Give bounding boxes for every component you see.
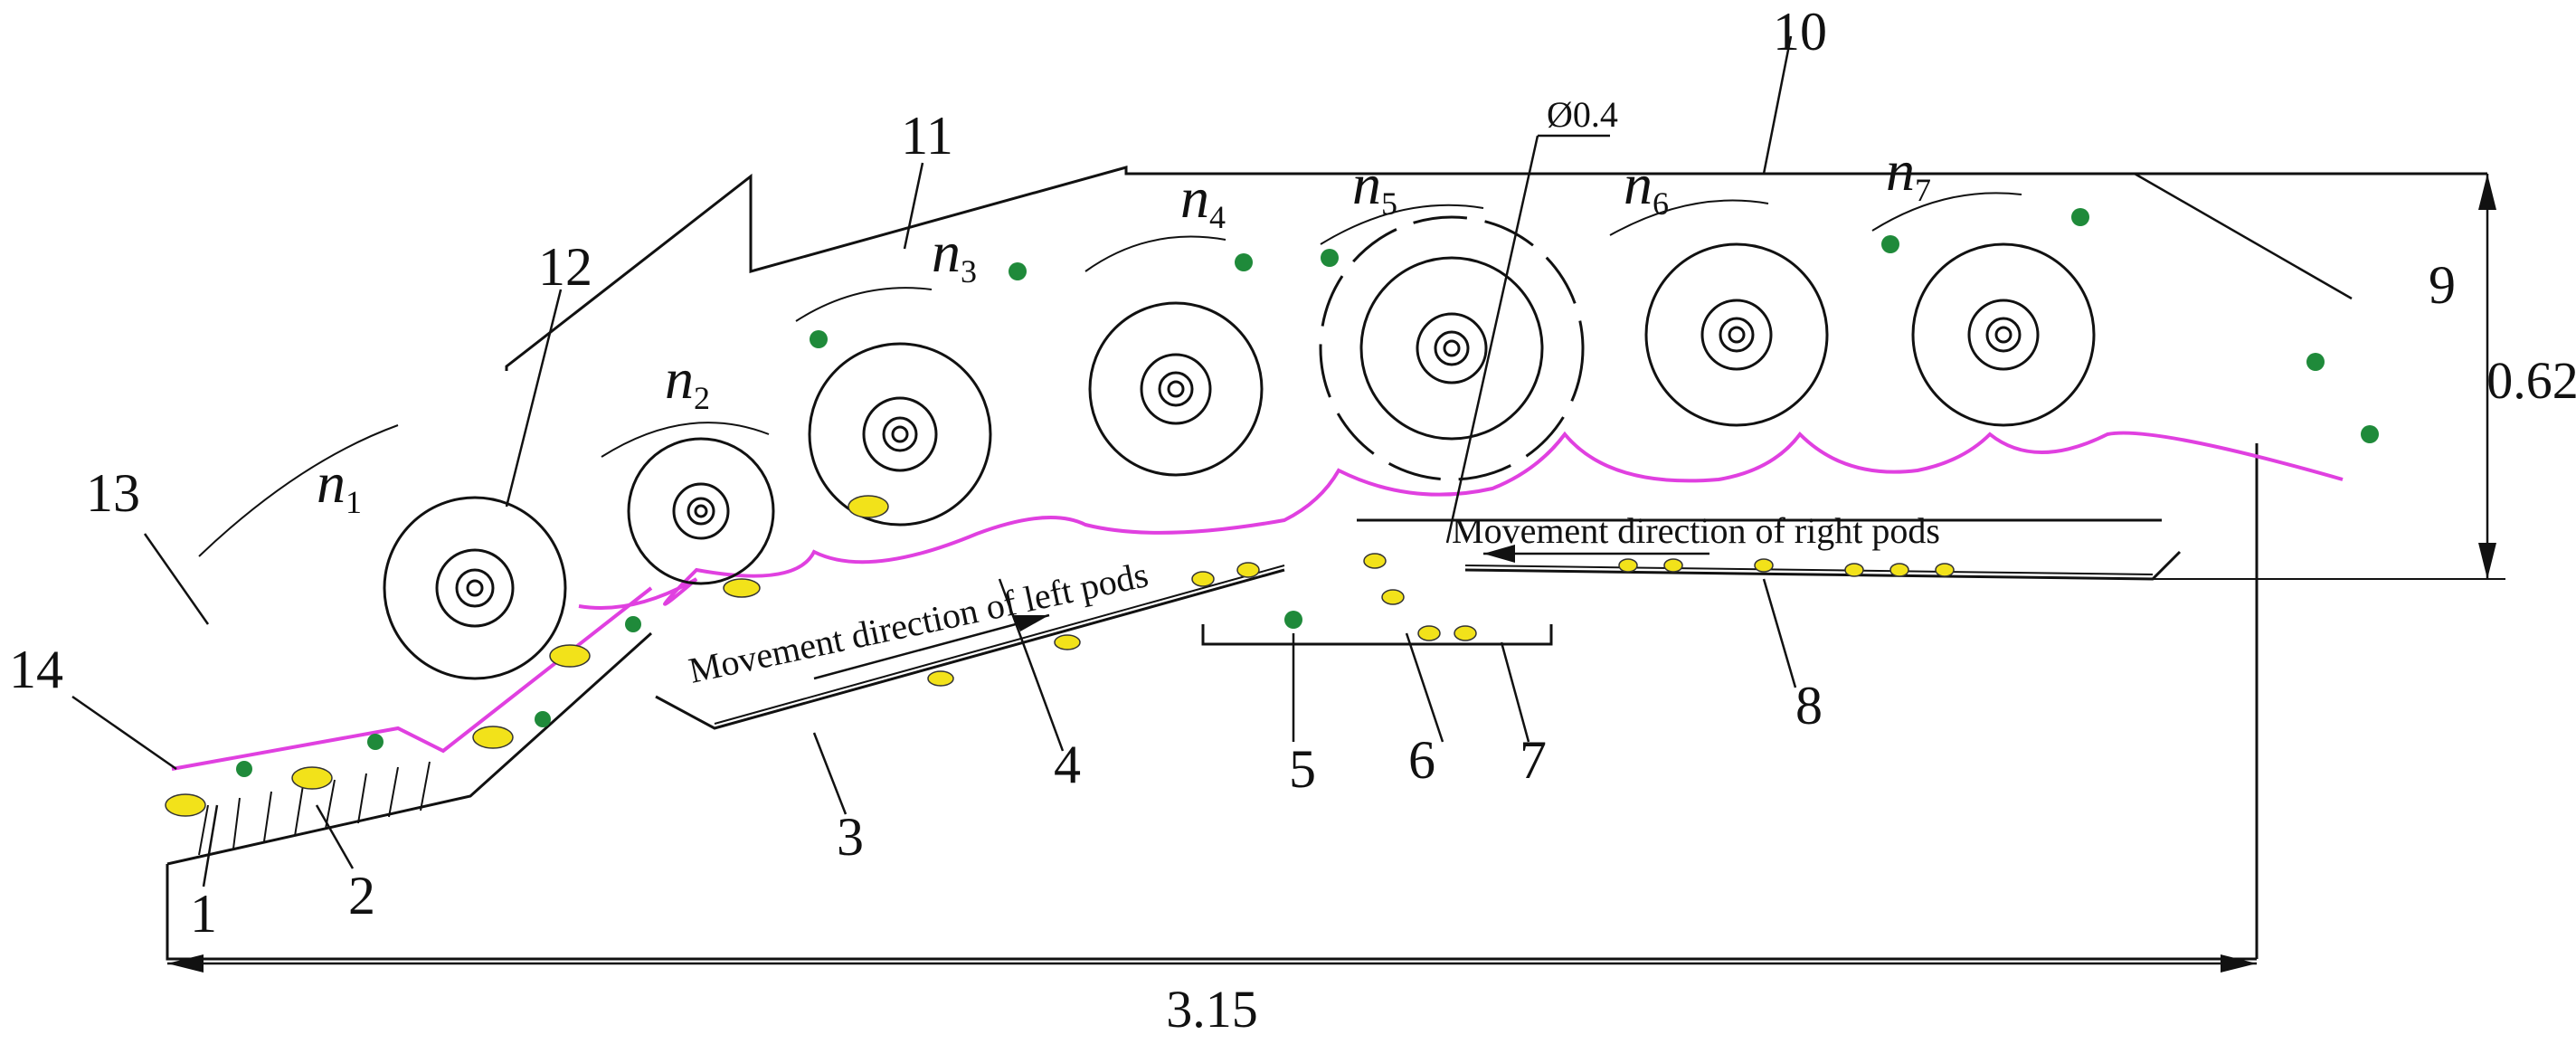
label-11: 11 <box>901 106 953 166</box>
concave-screen <box>578 431 2344 610</box>
label-7: 7 <box>1520 730 1547 790</box>
leaves <box>236 208 2379 777</box>
rotor-speed-labels: n1 n2 n3 n4 n5 n6 n7 <box>317 138 1931 520</box>
left-pod-conveyor <box>655 565 1285 730</box>
rotor-speed-n5: n5 <box>1352 152 1397 222</box>
label-12: 12 <box>538 237 592 297</box>
dimension-height-label: 0.62 <box>2486 351 2576 410</box>
dimension-length-label: 3.15 <box>1166 980 1258 1039</box>
label-9: 9 <box>2429 255 2456 315</box>
label-5: 5 <box>1289 739 1316 799</box>
rotor-1 <box>383 496 567 680</box>
leader-lines <box>71 35 2353 887</box>
right-pods-caption: Movement direction of right pods <box>1452 510 1940 551</box>
rotor-4 <box>1088 301 1264 477</box>
label-14: 14 <box>9 640 63 699</box>
label-13: 13 <box>86 463 140 523</box>
label-1: 1 <box>190 884 217 944</box>
diameter-label: Ø0.4 <box>1547 94 1618 135</box>
rotor-3 <box>808 342 992 527</box>
label-6: 6 <box>1408 730 1435 790</box>
rotor-speed-n2: n2 <box>665 346 710 416</box>
machine-housing <box>166 166 2487 961</box>
rotor-6 <box>1644 242 1829 427</box>
rotor-speed-n3: n3 <box>932 220 977 289</box>
label-3: 3 <box>837 807 864 867</box>
feed-tray <box>166 586 653 866</box>
rotor-speed-n1: n1 <box>317 451 362 520</box>
rotor-speed-n4: n4 <box>1180 166 1226 235</box>
dimension-length <box>167 954 2257 973</box>
dimension-height <box>2153 174 2505 580</box>
label-2: 2 <box>348 866 375 925</box>
caption-arrows <box>813 545 1709 680</box>
collection-box <box>1201 624 1553 646</box>
part-labels: 1 2 3 4 5 6 7 8 9 10 11 12 13 14 <box>9 2 2456 944</box>
rotor-5 <box>1319 215 1585 481</box>
pods <box>165 495 1955 817</box>
rotor-speed-n7: n7 <box>1886 138 1931 208</box>
label-4: 4 <box>1054 735 1081 794</box>
rotor-2 <box>627 437 775 585</box>
rotor-speed-n6: n6 <box>1624 152 1669 222</box>
rotor-7 <box>1911 242 2096 427</box>
label-8: 8 <box>1795 676 1823 736</box>
label-10: 10 <box>1773 2 1827 62</box>
rotation-arrows <box>198 192 2022 557</box>
